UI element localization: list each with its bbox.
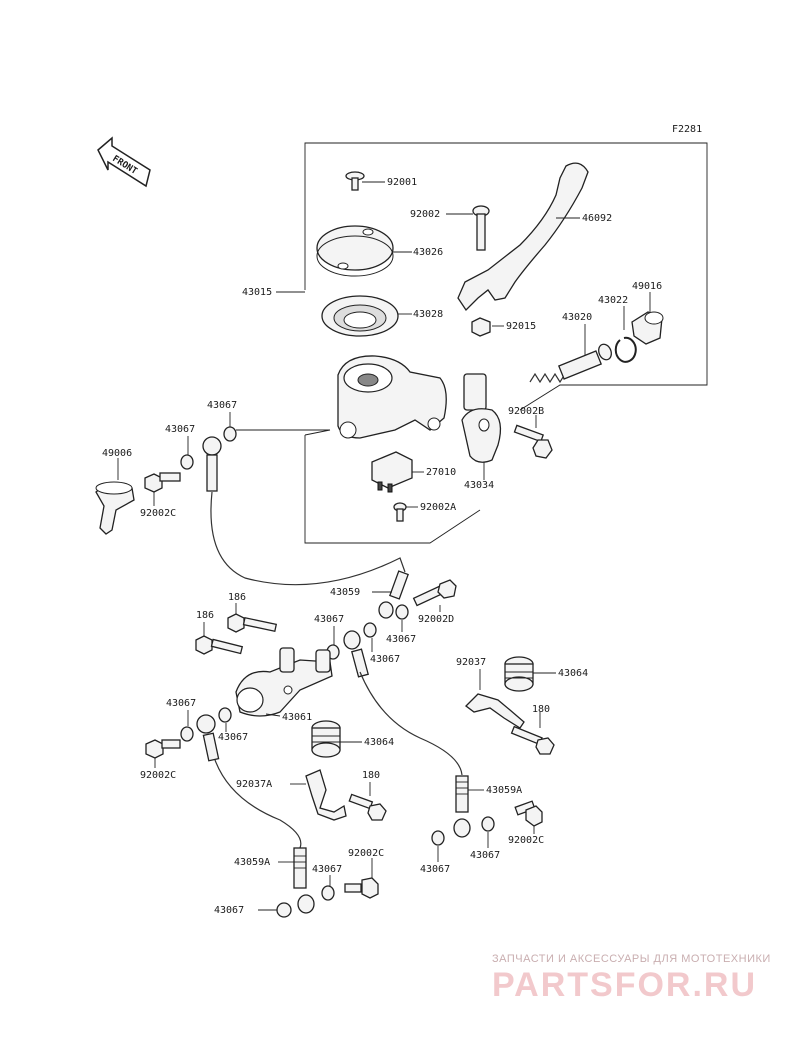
- grommet-43064-a: [504, 656, 534, 692]
- label-92001: 92001: [387, 177, 417, 188]
- label-92002C-d: 92002C: [348, 848, 384, 859]
- label-43034: 43034: [464, 480, 494, 491]
- banjo-fitting-lower-left: [196, 714, 216, 734]
- label-43059A: 43059A: [486, 785, 522, 796]
- label-43064-a: 43064: [558, 668, 588, 679]
- label-43067-i: 43067: [420, 864, 450, 875]
- label-92002: 92002: [410, 209, 440, 220]
- banjo-bolt-92002C-a: [144, 472, 181, 493]
- washer-43067-b: [180, 454, 194, 470]
- brake-hose-lower-left: [214, 759, 302, 849]
- label-43059A-b: 43059A: [234, 857, 270, 868]
- label-43067-c: 43067: [386, 634, 416, 645]
- label-43059: 43059: [330, 587, 360, 598]
- washer-43067-g: [218, 707, 232, 723]
- hose-fitting-43059A-right: [453, 775, 471, 838]
- screw-92002A: [393, 502, 407, 522]
- watermark-tagline: ЗАПЧАСТИ И АКСЕССУАРЫ ДЛЯ МОТОТЕХНИКИ: [492, 953, 771, 965]
- label-180-a: 180: [532, 704, 550, 715]
- hose-joint-43061: [235, 647, 333, 717]
- label-43064-b: 43064: [364, 737, 394, 748]
- screw-92001: [345, 171, 365, 191]
- label-92002D: 92002D: [418, 614, 454, 625]
- brake-hose-upper: [210, 491, 406, 586]
- label-92002C-b: 92002C: [140, 770, 176, 781]
- label-92002C-a: 92002C: [140, 508, 176, 519]
- label-43067-b: 43067: [165, 424, 195, 435]
- label-186-b: 186: [196, 610, 214, 621]
- diaphragm-43028: [321, 295, 399, 337]
- label-43067-f: 43067: [166, 698, 196, 709]
- label-92015: 92015: [506, 321, 536, 332]
- washer-43067-i: [431, 830, 445, 846]
- bolt-180-a: [510, 725, 555, 755]
- label-186-a: 186: [228, 592, 246, 603]
- piston-43020: [529, 343, 612, 384]
- master-cylinder-body: [337, 355, 447, 439]
- reservoir-cap-43026: [316, 225, 394, 277]
- label-43015: 43015: [242, 287, 272, 298]
- bracket-92037: [465, 693, 525, 729]
- label-43061: 43061: [282, 712, 312, 723]
- grommet-43064-b: [311, 720, 341, 758]
- label-43067-g: 43067: [218, 732, 248, 743]
- brake-hose-lower-right: [359, 671, 463, 776]
- nut-92015: [471, 317, 491, 337]
- label-43020: 43020: [562, 312, 592, 323]
- washer-43067-c: [395, 604, 409, 620]
- circlip-43022: [614, 336, 637, 363]
- bolt-186-a: [227, 613, 278, 633]
- label-43026: 43026: [413, 247, 443, 258]
- cover-49006: [95, 481, 135, 535]
- label-43067-k: 43067: [312, 864, 342, 875]
- label-49016: 49016: [632, 281, 662, 292]
- banjo-bolt-92002C-c: [514, 800, 543, 827]
- clamp-43034: [461, 373, 502, 463]
- assembly-bracket-43015: [304, 142, 708, 544]
- label-92037A: 92037A: [236, 779, 272, 790]
- washer-43067-f: [180, 726, 194, 742]
- label-43067-a: 43067: [207, 400, 237, 411]
- diagram-code: F2281: [672, 124, 702, 135]
- washer-43067-h: [481, 816, 495, 832]
- bolt-92002D: [412, 579, 457, 607]
- pivot-bolt-92002: [472, 205, 490, 251]
- label-46092: 46092: [582, 213, 612, 224]
- banjo-fitting-upper: [202, 436, 222, 492]
- washer-43067-k: [321, 885, 335, 901]
- label-43067-e: 43067: [370, 654, 400, 665]
- brake-switch-27010: [371, 451, 413, 493]
- bolt-186-b: [195, 635, 244, 655]
- label-43067-d: 43067: [314, 614, 344, 625]
- bolt-92002B: [513, 424, 553, 459]
- label-43067-h: 43067: [470, 850, 500, 861]
- washer-43067-j: [276, 902, 292, 918]
- label-43067-j: 43067: [214, 905, 244, 916]
- label-92037: 92037: [456, 657, 486, 668]
- label-43022: 43022: [598, 295, 628, 306]
- washer-43067-e: [363, 622, 377, 638]
- banjo-bolt-92002C-b: [145, 739, 181, 759]
- bolt-180-b: [348, 793, 387, 821]
- label-92002C-c: 92002C: [508, 835, 544, 846]
- label-180-b: 180: [362, 770, 380, 781]
- brake-lever-46092: [457, 162, 589, 312]
- bracket-92037A: [305, 769, 347, 821]
- label-43028: 43028: [413, 309, 443, 320]
- banjo-fitting-mid: [343, 630, 361, 650]
- washer-43067-a: [223, 426, 237, 442]
- hose-fitting-43059: [378, 570, 409, 619]
- watermark-brand: PARTSFOR.RU: [492, 966, 757, 1004]
- banjo-bolt-92002C-d: [344, 877, 379, 899]
- label-92002A: 92002A: [420, 502, 456, 513]
- label-49006: 49006: [102, 448, 132, 459]
- front-arrow-icon: FRONT: [97, 136, 151, 188]
- boot-49016: [631, 311, 664, 345]
- label-92002B: 92002B: [508, 406, 544, 417]
- label-27010: 27010: [426, 467, 456, 478]
- hose-fitting-43059A-bottom: [293, 847, 315, 914]
